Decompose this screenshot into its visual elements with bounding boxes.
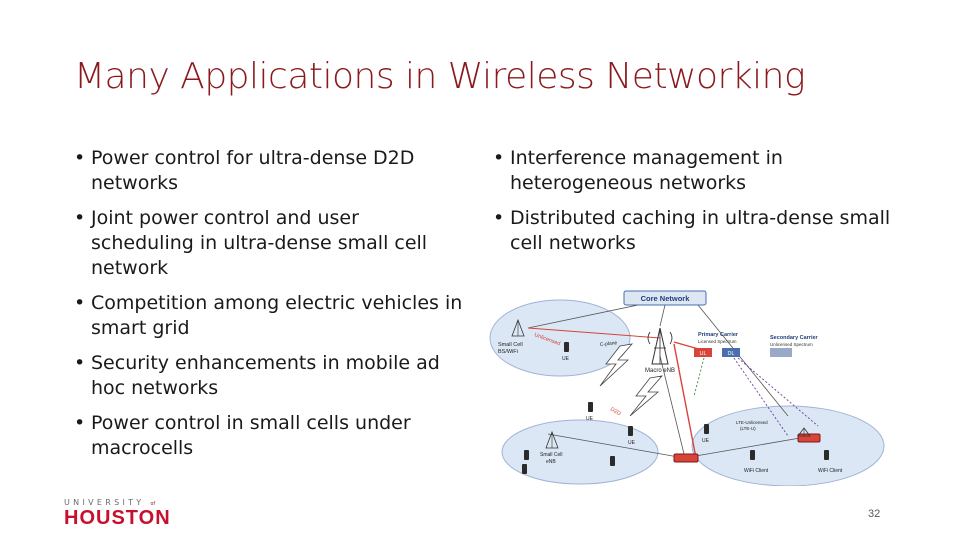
- backhaul-link: [527, 304, 639, 329]
- backhaul-link: [683, 437, 801, 459]
- primary-carrier-link: [673, 343, 697, 459]
- lte-u-sub: (LTE-U): [740, 426, 756, 431]
- backhaul-link: [659, 304, 666, 327]
- bullet-item: Joint power control and user scheduling …: [74, 206, 466, 281]
- small-cell-bs-icon: [511, 318, 525, 337]
- wifi-cell-area: [691, 405, 885, 486]
- c-plane-label: C-plane: [600, 340, 618, 348]
- ue-label: UE: [628, 440, 636, 446]
- ue-label: UE: [562, 356, 570, 362]
- ue-phone-icons: [522, 342, 829, 474]
- small-cell-1-sub: BS/WiFi: [498, 349, 518, 355]
- primary-carrier-label: Primary Carrier: [698, 332, 739, 338]
- wifi-client-label: WiFi Client: [744, 468, 769, 474]
- bullet-item: Power control for ultra-dense D2D networ…: [74, 146, 466, 196]
- ul-box: [694, 348, 712, 357]
- secondary-carrier-sub: Unlicensed Spectrum: [770, 342, 813, 347]
- slide-title: Many Applications in Wireless Networking: [74, 56, 806, 97]
- bullet-item: Power control in small cells under macro…: [74, 411, 466, 461]
- page-number: 32: [868, 508, 881, 520]
- core-network-label: Core Network: [641, 294, 691, 303]
- unlicensed-link: [527, 327, 661, 339]
- small-cell-2-label: Small Cell: [540, 452, 563, 458]
- d2d-label: D2D: [609, 407, 622, 418]
- signal-link: [737, 357, 819, 427]
- backhaul-link: [659, 355, 685, 455]
- wifi-ap-icon: [797, 427, 811, 437]
- small-cell-2-sub: eNB: [546, 459, 556, 465]
- hetnet-diagram: Core Network Macro eNB Primary Carrier L…: [489, 290, 885, 486]
- university-logo: UNIVERSITY of HOUSTON: [64, 498, 176, 532]
- macro-tower-icon: [647, 327, 673, 365]
- primary-carrier-sub: Licensed Spectrum: [698, 339, 737, 344]
- bullet-item: Distributed caching in ultra-dense small…: [493, 206, 893, 256]
- lte-u-label: LTE-Unlicensed: [736, 420, 768, 425]
- interference-bolt-icon: [629, 375, 664, 417]
- small-cell-area: [489, 299, 631, 377]
- small-cell-area: [501, 419, 659, 485]
- signal-link: [693, 357, 705, 397]
- router-icon: [673, 453, 699, 463]
- bullet-item: Competition among electric vehicles in s…: [74, 291, 466, 341]
- ul-label: UL: [699, 351, 706, 357]
- bullet-item: Security enhancements in mobile ad hoc n…: [74, 351, 466, 401]
- wifi-client-label: WiFi Client: [818, 468, 843, 474]
- ue-label: UE: [586, 416, 594, 422]
- secondary-carrier-label: Secondary Carrier: [770, 335, 819, 341]
- dl-box: [722, 348, 740, 357]
- bullet-item: Interference management in heterogeneous…: [493, 146, 893, 196]
- backhaul-link: [697, 304, 789, 417]
- logo-houston-text: HOUSTON: [64, 507, 171, 529]
- macro-label: Macro eNB: [645, 368, 675, 374]
- ue-label: UE: [702, 438, 710, 444]
- left-bullet-list: Power control for ultra-dense D2D networ…: [74, 146, 466, 471]
- right-bullet-list: Interference management in heterogeneous…: [493, 146, 893, 266]
- small-cell-1-label: Small Cell: [498, 342, 523, 348]
- logo-university-text: UNIVERSITY of: [64, 498, 156, 507]
- dl-label: DL: [727, 351, 734, 357]
- small-cell-bs-icon: [545, 430, 559, 449]
- secondary-box: [770, 348, 792, 357]
- interference-bolt-icon: [599, 343, 634, 387]
- backhaul-link: [547, 433, 685, 459]
